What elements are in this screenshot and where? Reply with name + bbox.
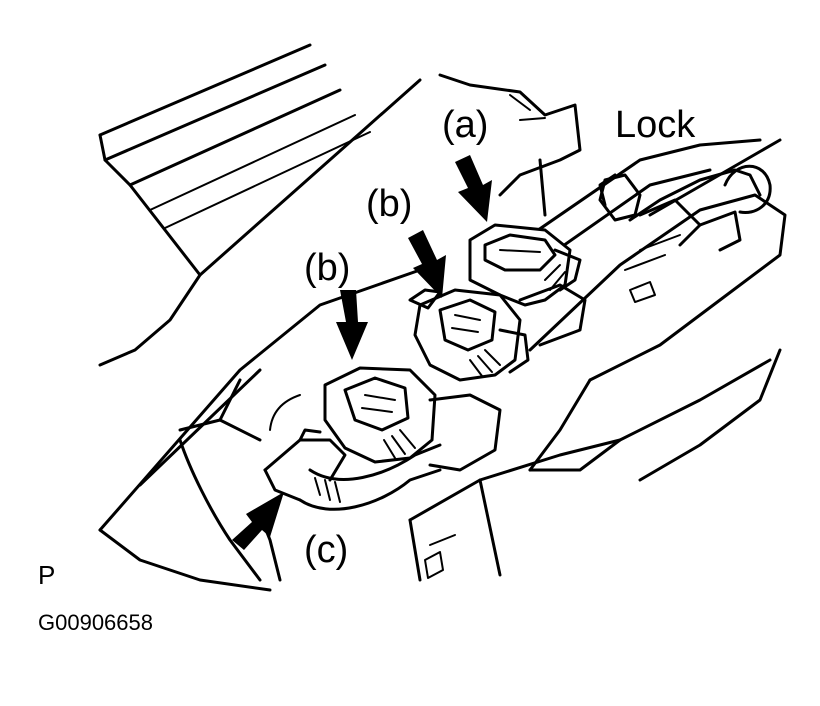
callout-a: (a) — [442, 104, 488, 146]
lock-label: Lock — [615, 104, 696, 146]
arrow-b-upper — [408, 230, 446, 298]
mounting-bracket — [438, 73, 582, 217]
connector-b-upper — [408, 283, 587, 382]
arrow-b-lower — [336, 290, 368, 360]
connector-b-lower — [323, 366, 502, 472]
callout-b-upper: (b) — [366, 183, 412, 225]
arrow-a — [455, 155, 492, 222]
callout-b-lower: (b) — [304, 247, 350, 289]
housing-right — [528, 193, 787, 472]
body-panel — [98, 43, 422, 367]
arrow-c — [232, 492, 284, 550]
connector-a — [468, 223, 582, 307]
corner-label: P — [38, 560, 55, 590]
callout-c: (c) — [304, 529, 348, 571]
figure-code: G00906658 — [38, 610, 153, 635]
arrows — [232, 155, 492, 550]
housing-lower-right — [408, 348, 782, 582]
hose-c — [178, 378, 442, 511]
